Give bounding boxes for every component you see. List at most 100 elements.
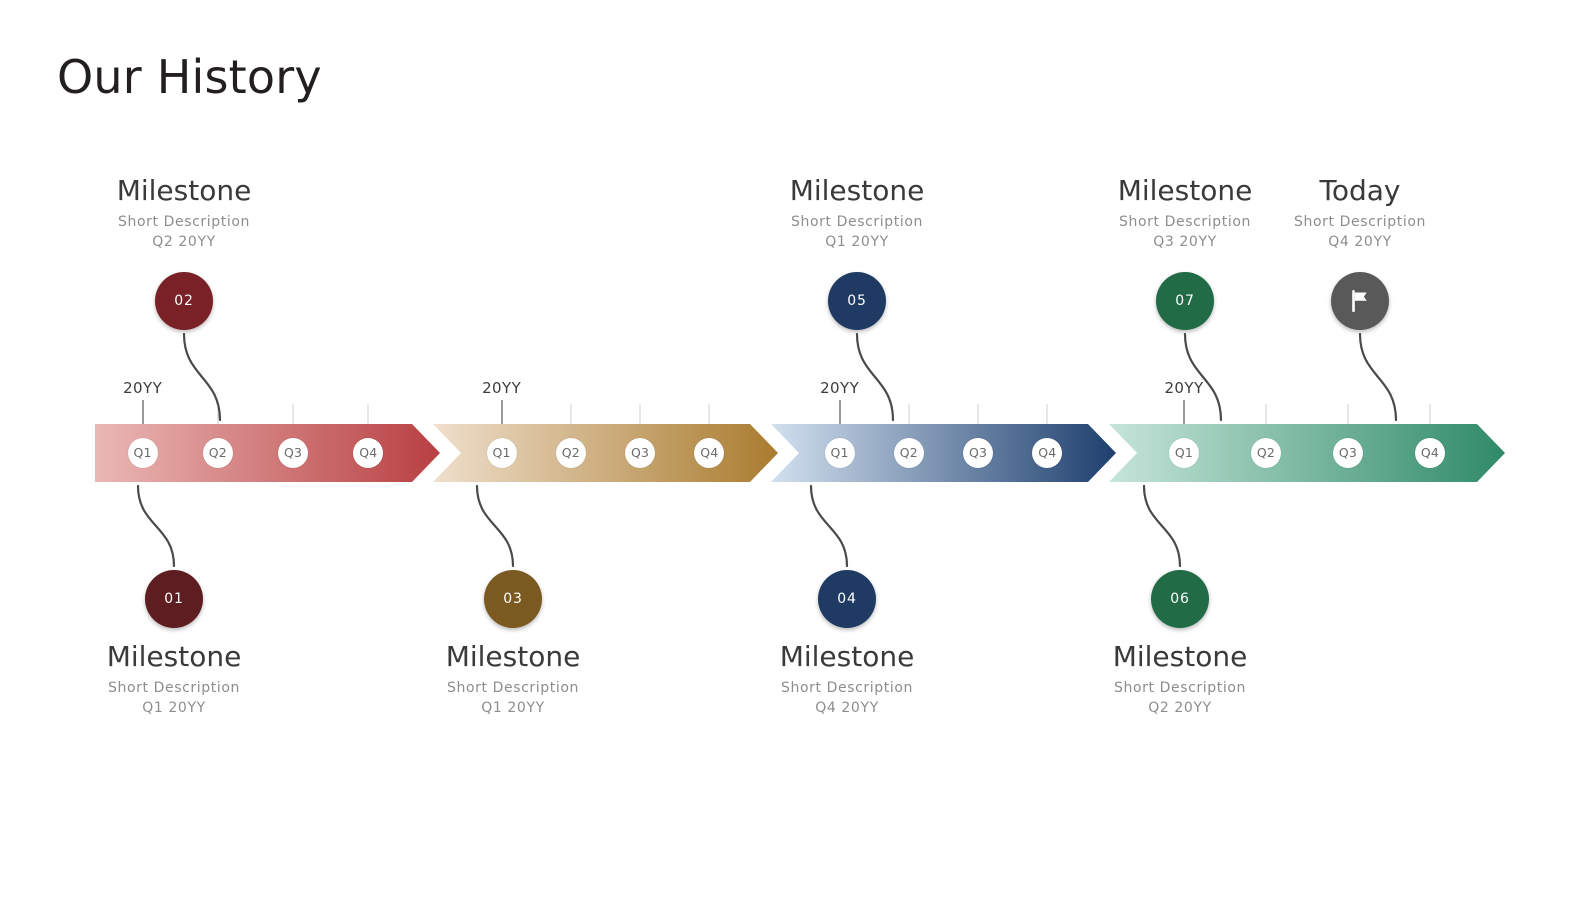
milestone-connector — [136, 484, 176, 568]
milestone-badge-flag-icon[interactable] — [1331, 272, 1389, 330]
quarter-marker-q2[interactable]: Q2 — [555, 438, 586, 468]
milestone-date: Q3 20YY — [1153, 234, 1217, 251]
year-label: 20YY — [820, 379, 860, 397]
quarter-tick — [977, 404, 979, 424]
quarter-tick — [1265, 404, 1267, 424]
quarter-marker-q3[interactable]: Q3 — [963, 438, 994, 468]
milestone-description: Short Description — [1114, 680, 1246, 697]
quarter-tick — [908, 404, 910, 424]
milestone-date: Q4 20YY — [1328, 234, 1392, 251]
quarter-marker-q3[interactable]: Q3 — [625, 438, 656, 468]
milestone-description: Short Description — [791, 214, 923, 231]
milestone-badge-05[interactable]: 05 — [828, 272, 886, 330]
milestone-description: Short Description — [781, 680, 913, 697]
timeline-segment[interactable]: Q1 Q2 Q3 Q4 — [95, 424, 440, 482]
quarter-marker-q1[interactable]: Q1 — [127, 438, 158, 468]
badge-number: 01 — [164, 591, 184, 607]
milestone-title: Milestone — [789, 174, 925, 207]
milestone-date: Q1 20YY — [481, 700, 545, 717]
segment-shape — [771, 424, 1116, 482]
milestone-title: Milestone — [1112, 640, 1248, 673]
flag-icon — [1352, 289, 1367, 313]
quarter-marker-q4[interactable]: Q4 — [694, 438, 725, 468]
quarter-tick — [1347, 404, 1349, 424]
milestone-connector — [855, 332, 895, 422]
milestone-badge-01[interactable]: 01 — [145, 570, 203, 628]
quarter-marker-q2[interactable]: Q2 — [202, 438, 233, 468]
quarter-tick — [570, 404, 572, 424]
timeline-segment[interactable]: Q1 Q2 Q3 Q4 — [1109, 424, 1505, 482]
milestone-badge-03[interactable]: 03 — [484, 570, 542, 628]
quarter-tick — [639, 404, 641, 424]
milestone-date: Q2 20YY — [152, 234, 216, 251]
quarter-marker-q4[interactable]: Q4 — [1032, 438, 1063, 468]
milestone-badge-07[interactable]: 07 — [1156, 272, 1214, 330]
milestone-description: Short Description — [1119, 214, 1251, 231]
badge-number: 05 — [847, 293, 867, 309]
year-label: 20YY — [123, 379, 163, 397]
quarter-marker-q1[interactable]: Q1 — [1169, 438, 1199, 468]
milestone-badge-02[interactable]: 02 — [155, 272, 213, 330]
quarter-marker-q4[interactable]: Q4 — [1415, 438, 1445, 468]
page-title: Our History — [57, 50, 322, 104]
quarter-marker-q4[interactable]: Q4 — [353, 438, 384, 468]
badge-number: 07 — [1175, 293, 1195, 309]
quarter-tick — [367, 404, 369, 424]
quarter-tick — [708, 404, 710, 424]
year-tick — [1183, 400, 1185, 424]
quarter-marker-q3[interactable]: Q3 — [1333, 438, 1363, 468]
timeline-segment[interactable]: Q1 Q2 Q3 Q4 — [771, 424, 1116, 482]
milestone-connector — [475, 484, 515, 568]
badge-number: 04 — [837, 591, 857, 607]
milestone-connector — [809, 484, 849, 568]
year-tick — [141, 400, 144, 424]
milestone-title: Milestone — [1117, 174, 1253, 207]
today-title: Today — [1319, 174, 1401, 207]
year-label: 20YY — [482, 379, 522, 397]
milestone-title: Milestone — [779, 640, 915, 673]
milestone-title: Milestone — [445, 640, 581, 673]
milestone-date: Q1 20YY — [142, 700, 206, 717]
quarter-marker-q2[interactable]: Q2 — [893, 438, 924, 468]
quarter-marker-q2[interactable]: Q2 — [1251, 438, 1281, 468]
badge-number: 02 — [174, 293, 194, 309]
quarter-marker-q3[interactable]: Q3 — [278, 438, 309, 468]
badge-number: 03 — [503, 591, 523, 607]
milestone-date: Q2 20YY — [1148, 700, 1212, 717]
quarter-tick — [292, 404, 294, 424]
milestone-connector — [182, 332, 222, 422]
milestone-badge-06[interactable]: 06 — [1151, 570, 1209, 628]
milestone-description: Short Description — [1294, 214, 1426, 231]
milestone-connector — [1358, 332, 1398, 422]
quarter-tick — [1429, 404, 1431, 424]
year-tick — [838, 400, 841, 424]
badge-number: 06 — [1170, 591, 1190, 607]
milestone-badge-04[interactable]: 04 — [818, 570, 876, 628]
milestone-description: Short Description — [447, 680, 579, 697]
year-label: 20YY — [1164, 379, 1204, 397]
quarter-tick — [217, 404, 219, 424]
milestone-title: Milestone — [106, 640, 242, 673]
milestone-date: Q4 20YY — [815, 700, 879, 717]
quarter-tick — [1046, 404, 1048, 424]
segment-shape — [433, 424, 778, 482]
milestone-connector — [1183, 332, 1223, 422]
milestone-connector — [1142, 484, 1182, 568]
timeline-bar: Q1 Q2 Q3 Q4 Q1 Q2 Q3 Q4 Q1 Q2 Q3 Q4 Q1 Q2 Q3 Q4 — [95, 424, 1505, 482]
quarter-marker-q1[interactable]: Q1 — [486, 438, 517, 468]
milestone-title: Milestone — [116, 174, 252, 207]
milestone-description: Short Description — [108, 680, 240, 697]
year-tick — [500, 400, 503, 424]
milestone-date: Q1 20YY — [825, 234, 889, 251]
quarter-marker-q1[interactable]: Q1 — [824, 438, 855, 468]
timeline-segment[interactable]: Q1 Q2 Q3 Q4 — [433, 424, 778, 482]
milestone-description: Short Description — [118, 214, 250, 231]
